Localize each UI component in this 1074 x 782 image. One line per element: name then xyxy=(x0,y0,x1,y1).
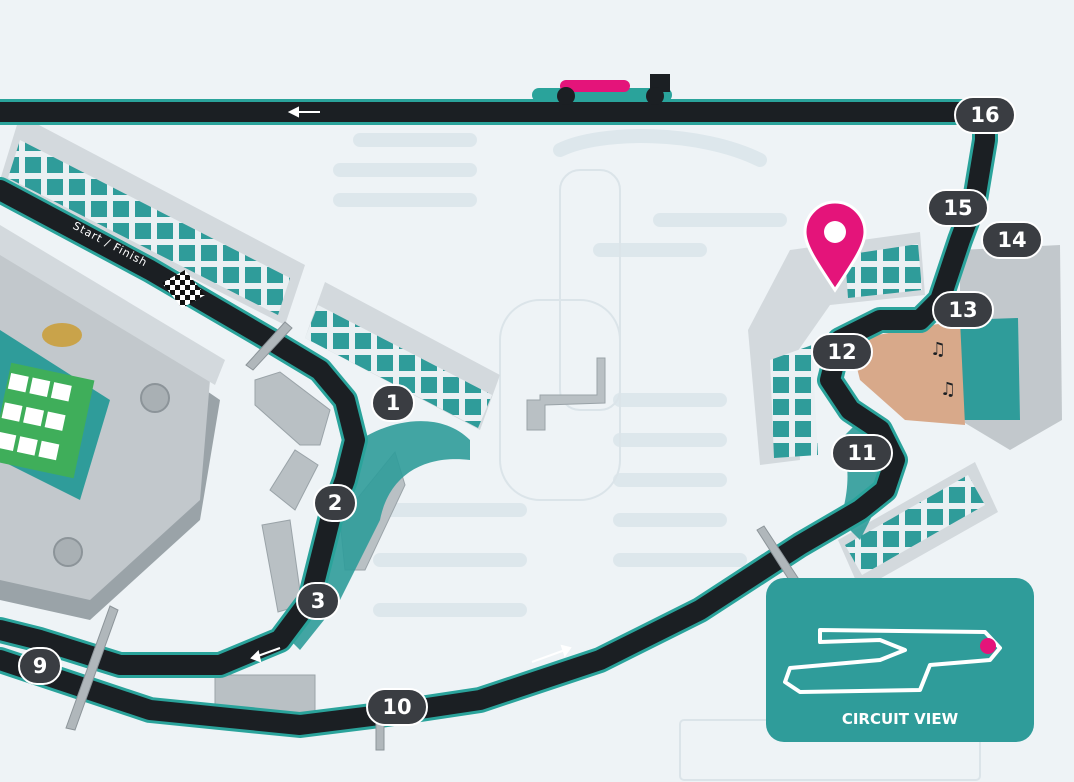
background-roads xyxy=(333,129,787,617)
turn-number: 3 xyxy=(311,589,326,613)
turn-number: 14 xyxy=(997,228,1026,252)
turn-badge-12: 12 xyxy=(811,333,873,371)
turn-number: 15 xyxy=(943,196,972,220)
turn-badge-13: 13 xyxy=(932,291,994,329)
location-pin-icon xyxy=(803,200,867,293)
turn-badge-16: 16 xyxy=(954,96,1016,134)
turn-number: 13 xyxy=(948,298,977,322)
turn-badge-14: 14 xyxy=(981,221,1043,259)
svg-text:♫: ♫ xyxy=(940,379,956,400)
turn-number: 1 xyxy=(386,391,401,415)
turn1-grandstand xyxy=(305,282,500,430)
music-note-icon: ♫ ♫ xyxy=(930,339,956,400)
circuit-view-panel[interactable]: CIRCUIT VIEW xyxy=(766,578,1034,742)
turn-badge-9: 9 xyxy=(18,647,62,685)
turn-badge-11: 11 xyxy=(831,434,893,472)
main-grandstand xyxy=(0,115,305,385)
race-car-icon xyxy=(532,74,672,105)
circuit-outline-icon xyxy=(783,628,1002,694)
marina-grandstand xyxy=(748,232,925,465)
turn-badge-10: 10 xyxy=(366,688,428,726)
stadium xyxy=(0,240,220,620)
direction-arrows xyxy=(250,106,572,663)
turn-number: 12 xyxy=(827,340,856,364)
turn11-grandstand xyxy=(838,462,998,590)
circuit-position-marker xyxy=(980,638,996,654)
turn-badge-1: 1 xyxy=(371,384,415,422)
turn-number: 10 xyxy=(382,695,411,719)
svg-text:♫: ♫ xyxy=(930,339,946,360)
turn-number: 2 xyxy=(328,491,343,515)
turn-number: 9 xyxy=(33,654,48,678)
circuit-view-label: CIRCUIT VIEW xyxy=(842,710,959,728)
turn-number: 16 xyxy=(970,103,999,127)
turn-number: 11 xyxy=(847,441,876,465)
turn-badge-3: 3 xyxy=(296,582,340,620)
turn-badge-2: 2 xyxy=(313,484,357,522)
turn-badge-15: 15 xyxy=(927,189,989,227)
